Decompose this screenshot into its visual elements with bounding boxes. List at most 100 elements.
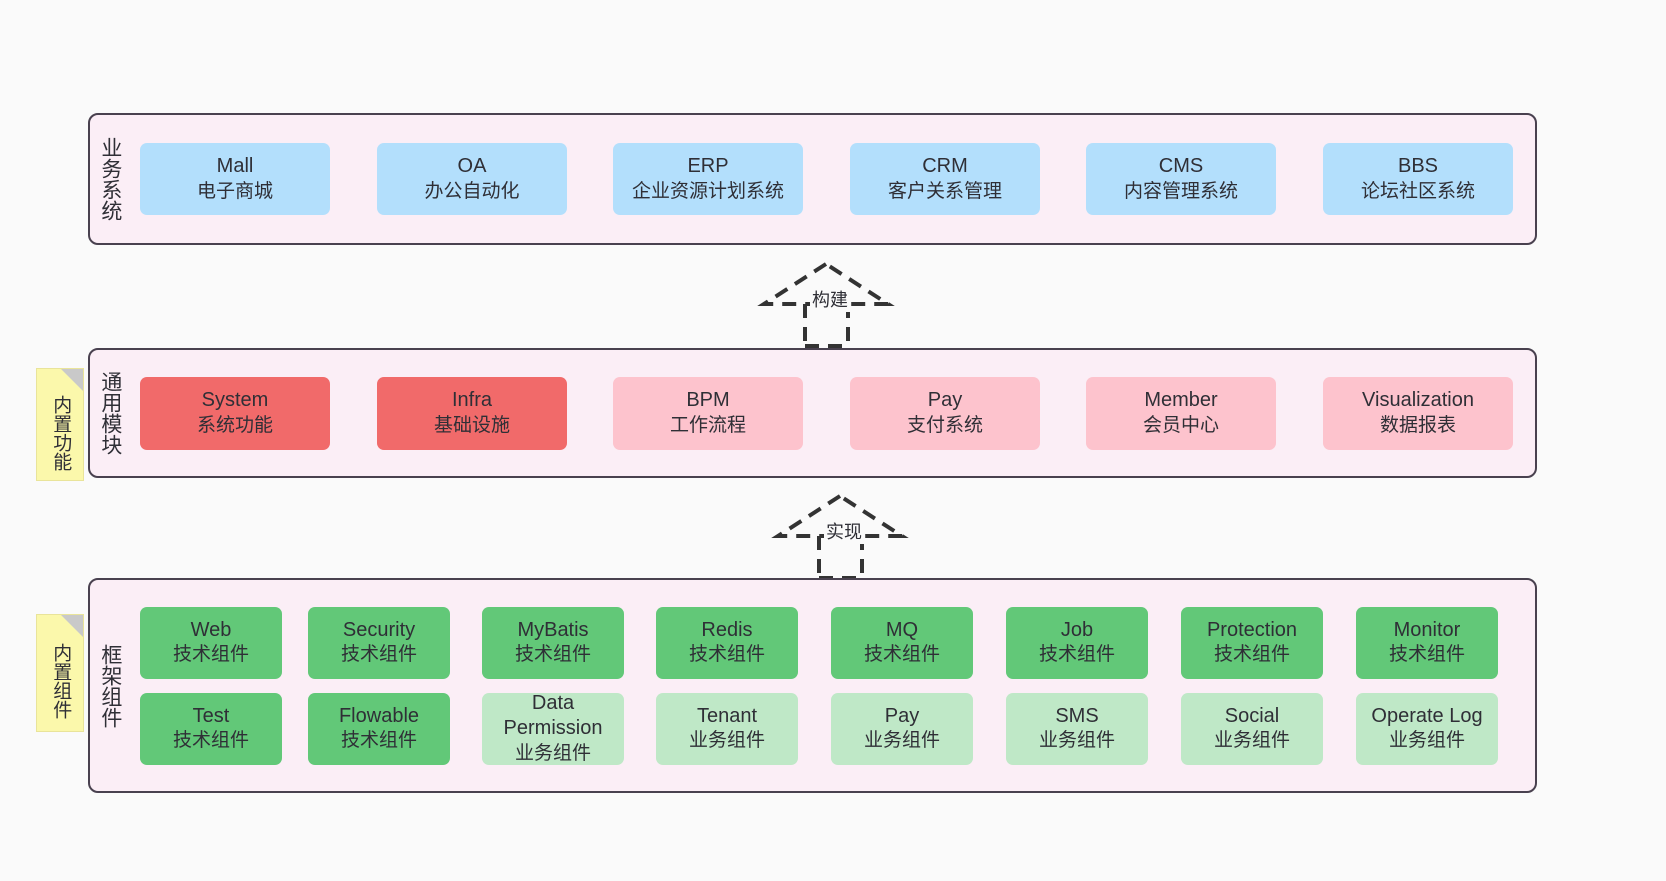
note-builtin-function-text: 内置功能 (50, 394, 72, 471)
node-bpm[interactable]: BPM 工作流程 (613, 376, 803, 450)
layer-framework-component: 框架组件 Web 技术组件 Security 技术组件 MyBatis 技术组件… (88, 578, 1537, 793)
node-pay-component-subtitle: 业务组件 (863, 730, 940, 752)
common-node-row: System 系统功能 Infra 基础设施 BPM 工作流程 Pay 支付系统… (134, 376, 1521, 450)
node-bbs-subtitle: 论坛社区系统 (1360, 180, 1475, 202)
layer-common-module: 通用模块 System 系统功能 Infra 基础设施 BPM 工作流程 Pay… (88, 348, 1537, 478)
node-erp[interactable]: ERP 企业资源计划系统 (613, 143, 803, 215)
note-builtin-function[interactable]: 内置功能 (36, 368, 84, 481)
node-job[interactable]: Job 技术组件 (1006, 606, 1148, 679)
connector-implement: 实现 (771, 490, 912, 580)
node-mybatis[interactable]: MyBatis 技术组件 (482, 606, 624, 679)
node-oa-subtitle: 办公自动化 (424, 180, 520, 202)
node-test[interactable]: Test 技术组件 (140, 692, 282, 765)
layer-business-system: 业务系统 Mall 电子商城 OA 办公自动化 ERP 企业资源计划系统 CRM… (88, 113, 1537, 245)
node-flowable-subtitle: 技术组件 (340, 730, 417, 752)
node-operate-log-title: Operate Log (1371, 704, 1483, 727)
note-builtin-component[interactable]: 内置组件 (36, 614, 84, 732)
node-data-permission-title: Data Permission (503, 691, 603, 740)
node-security-title: Security (342, 618, 416, 641)
node-infra-title: Infra (451, 389, 493, 412)
node-bpm-subtitle: 工作流程 (669, 414, 746, 436)
node-pay-component[interactable]: Pay 业务组件 (831, 692, 973, 765)
node-protection[interactable]: Protection 技术组件 (1181, 606, 1323, 679)
node-member-title: Member (1144, 389, 1218, 412)
layer-framework-component-label: 框架组件 (98, 643, 122, 728)
note-builtin-component-text: 内置组件 (50, 643, 72, 719)
node-oa[interactable]: OA 办公自动化 (377, 143, 567, 215)
node-security-subtitle: 技术组件 (340, 644, 417, 666)
node-member-subtitle: 会员中心 (1142, 414, 1219, 436)
node-infra-subtitle: 基础设施 (433, 414, 510, 436)
node-tenant-title: Tenant (696, 704, 758, 727)
node-mall-subtitle: 电子商城 (196, 180, 273, 202)
node-job-subtitle: 技术组件 (1038, 644, 1115, 666)
node-flowable-title: Flowable (338, 704, 420, 727)
node-member[interactable]: Member 会员中心 (1086, 376, 1276, 450)
node-pay-module[interactable]: Pay 支付系统 (850, 376, 1040, 450)
node-monitor-subtitle: 技术组件 (1388, 644, 1465, 666)
node-mq[interactable]: MQ 技术组件 (831, 606, 973, 679)
node-web-subtitle: 技术组件 (172, 644, 249, 666)
node-pay-module-subtitle: 支付系统 (906, 414, 983, 436)
node-monitor[interactable]: Monitor 技术组件 (1356, 606, 1498, 679)
layer-framework-component-body: Web 技术组件 Security 技术组件 MyBatis 技术组件 Redi… (130, 580, 1535, 791)
node-social[interactable]: Social 业务组件 (1181, 692, 1323, 765)
node-mq-subtitle: 技术组件 (863, 644, 940, 666)
node-flowable[interactable]: Flowable 技术组件 (308, 692, 450, 765)
node-visualization[interactable]: Visualization 数据报表 (1323, 376, 1513, 450)
node-mall-title: Mall (216, 155, 254, 178)
note-fold-icon (61, 369, 83, 391)
node-mq-title: MQ (885, 618, 919, 641)
node-tenant-subtitle: 业务组件 (688, 730, 765, 752)
node-redis[interactable]: Redis 技术组件 (656, 606, 798, 679)
connector-implement-label: 实现 (824, 518, 864, 544)
node-bpm-title: BPM (686, 389, 730, 412)
node-pay-component-title: Pay (884, 704, 920, 727)
node-system-title: System (201, 389, 269, 412)
node-crm-subtitle: 客户关系管理 (887, 180, 1002, 202)
node-system-subtitle: 系统功能 (196, 414, 273, 436)
node-sms-title: SMS (1055, 704, 1099, 727)
node-pay-module-title: Pay (927, 389, 963, 412)
node-security[interactable]: Security 技术组件 (308, 606, 450, 679)
connector-build: 构建 (757, 258, 898, 348)
node-data-permission[interactable]: Data Permission 业务组件 (482, 691, 624, 765)
node-social-title: Social (1224, 704, 1280, 727)
node-operate-log[interactable]: Operate Log 业务组件 (1356, 692, 1498, 765)
node-system[interactable]: System 系统功能 (140, 376, 330, 450)
node-crm[interactable]: CRM 客户关系管理 (850, 143, 1040, 215)
node-operate-log-subtitle: 业务组件 (1388, 730, 1465, 752)
node-redis-title: Redis (701, 618, 753, 641)
node-sms[interactable]: SMS 业务组件 (1006, 692, 1148, 765)
node-cms-title: CMS (1158, 155, 1204, 178)
node-infra[interactable]: Infra 基础设施 (377, 376, 567, 450)
node-bbs[interactable]: BBS 论坛社区系统 (1323, 143, 1513, 215)
node-test-title: Test (192, 704, 230, 727)
node-bbs-title: BBS (1397, 155, 1439, 178)
business-node-row: Mall 电子商城 OA 办公自动化 ERP 企业资源计划系统 CRM 客户关系… (134, 143, 1521, 215)
node-sms-subtitle: 业务组件 (1038, 730, 1115, 752)
layer-business-system-label: 业务系统 (98, 137, 122, 221)
node-web[interactable]: Web 技术组件 (140, 606, 282, 679)
node-visualization-title: Visualization (1362, 389, 1474, 412)
node-web-title: Web (190, 618, 232, 641)
layer-common-module-label: 通用模块 (98, 371, 122, 455)
note-fold-icon (61, 615, 83, 637)
node-mybatis-subtitle: 技术组件 (514, 644, 591, 666)
framework-row-business: Test 技术组件 Flowable 技术组件 Data Permission … (134, 691, 1521, 765)
layer-business-system-body: Mall 电子商城 OA 办公自动化 ERP 企业资源计划系统 CRM 客户关系… (130, 115, 1535, 243)
node-social-subtitle: 业务组件 (1213, 730, 1290, 752)
node-oa-title: OA (457, 155, 487, 178)
node-visualization-subtitle: 数据报表 (1379, 414, 1456, 436)
node-job-title: Job (1060, 618, 1094, 641)
framework-row-technical: Web 技术组件 Security 技术组件 MyBatis 技术组件 Redi… (134, 606, 1521, 679)
node-test-subtitle: 技术组件 (172, 730, 249, 752)
node-tenant[interactable]: Tenant 业务组件 (656, 692, 798, 765)
node-mybatis-title: MyBatis (517, 618, 589, 641)
node-monitor-title: Monitor (1393, 618, 1461, 641)
node-mall[interactable]: Mall 电子商城 (140, 143, 330, 215)
node-erp-subtitle: 企业资源计划系统 (631, 180, 784, 202)
node-cms[interactable]: CMS 内容管理系统 (1086, 143, 1276, 215)
connector-build-label: 构建 (810, 286, 850, 312)
